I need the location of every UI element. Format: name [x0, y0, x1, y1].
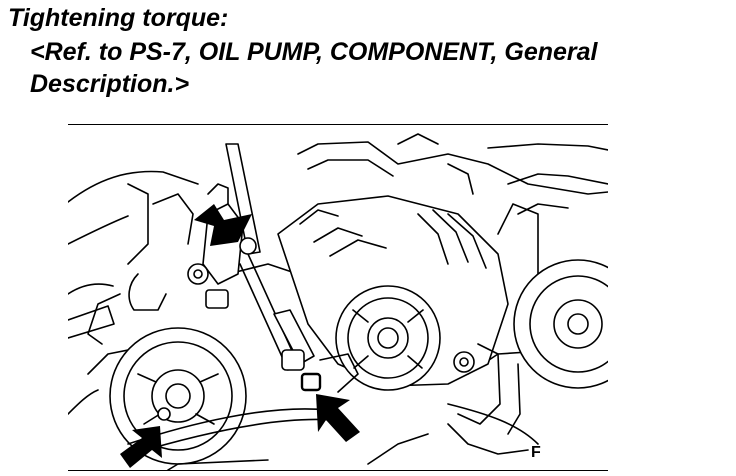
engine-background-lines — [68, 133, 608, 465]
lower-bracket — [281, 343, 521, 435]
section-heading: Tightening torque: — [8, 4, 229, 32]
engine-illustration — [68, 124, 608, 470]
reference-link-text: <Ref. to PS-7, OIL PUMP, COMPONENT, Gene… — [30, 38, 598, 98]
arrow-lower-left — [120, 426, 162, 468]
figure-bottom-rule — [68, 470, 608, 471]
figure-code: F — [531, 444, 541, 461]
arrow-upper-left — [194, 204, 252, 246]
right-pulley — [513, 259, 608, 389]
figure-top-rule — [68, 124, 608, 125]
arrow-center-bottom — [316, 394, 360, 442]
